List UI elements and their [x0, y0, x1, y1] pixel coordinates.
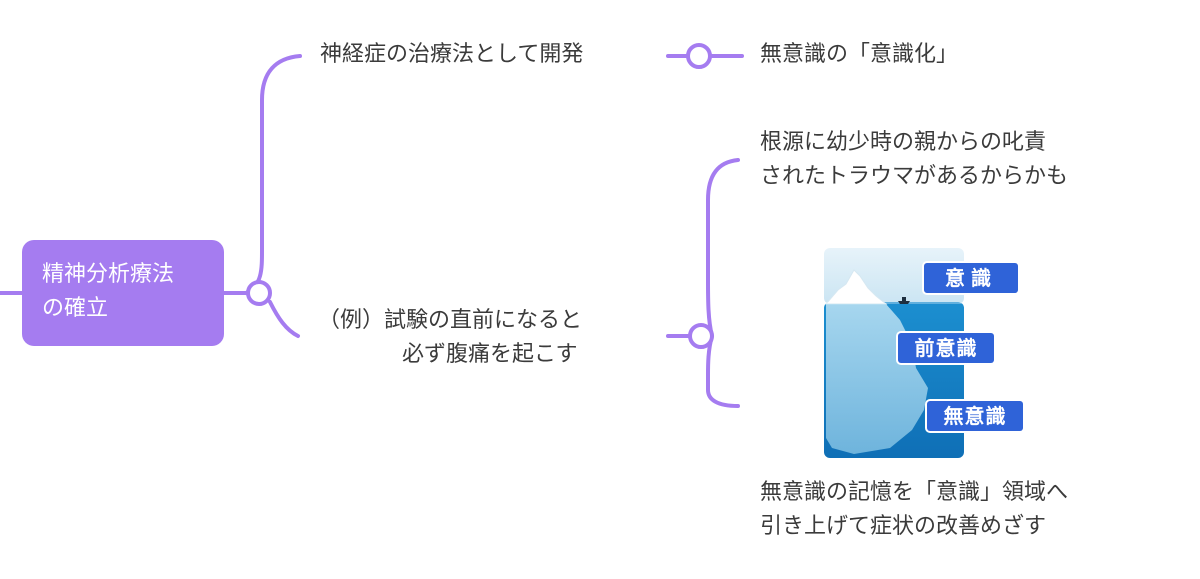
boat-icon: [898, 297, 910, 304]
root-topic-line1: 精神分析療法: [42, 262, 175, 287]
topic-memory-line1: 無意識の記憶を「意識」領域へ: [760, 480, 1069, 505]
topic-example-line2: 必ず腹痛を起こす: [402, 342, 578, 367]
label-unconscious: 無意識: [927, 401, 1023, 431]
topic-making-conscious-text: 無意識の「意識化」: [760, 42, 959, 67]
topic-example[interactable]: （例）試験の直前になると 必ず腹痛を起こす: [318, 304, 582, 372]
iceberg-tip: [824, 269, 888, 305]
example-knot: [688, 323, 714, 349]
sub-branch-lower-line: [706, 334, 740, 408]
topic-example-line1: （例）試験の直前になると: [318, 308, 583, 333]
branch-lower-line: [268, 300, 300, 338]
topic-memory-line2: 引き上げて症状の改善めざす: [760, 514, 1047, 539]
topic-source-line2: されたトラウマがあるからかも: [760, 164, 1069, 189]
label-conscious: 意識: [924, 263, 1018, 293]
topic-source-line1: 根源に幼少時の親からの叱責: [760, 130, 1047, 155]
topic-memory[interactable]: 無意識の記憶を「意識」領域へ 引き上げて症状の改善めざす: [760, 476, 1068, 544]
sub-branch-upper-line: [706, 158, 740, 338]
root-topic[interactable]: 精神分析療法 の確立: [22, 240, 224, 346]
label-preconscious: 前意識: [898, 333, 994, 363]
topic-development-text: 神経症の治療法として開発: [320, 42, 584, 67]
branch-upper-line: [244, 54, 302, 295]
topic-source[interactable]: 根源に幼少時の親からの叱責 されたトラウマがあるからかも: [760, 126, 1068, 194]
dev-knot: [686, 43, 712, 69]
root-topic-line2: の確立: [42, 296, 109, 321]
topic-making-conscious[interactable]: 無意識の「意識化」: [760, 38, 958, 72]
topic-development[interactable]: 神経症の治療法として開発: [320, 38, 583, 72]
root-knot: [246, 280, 272, 306]
